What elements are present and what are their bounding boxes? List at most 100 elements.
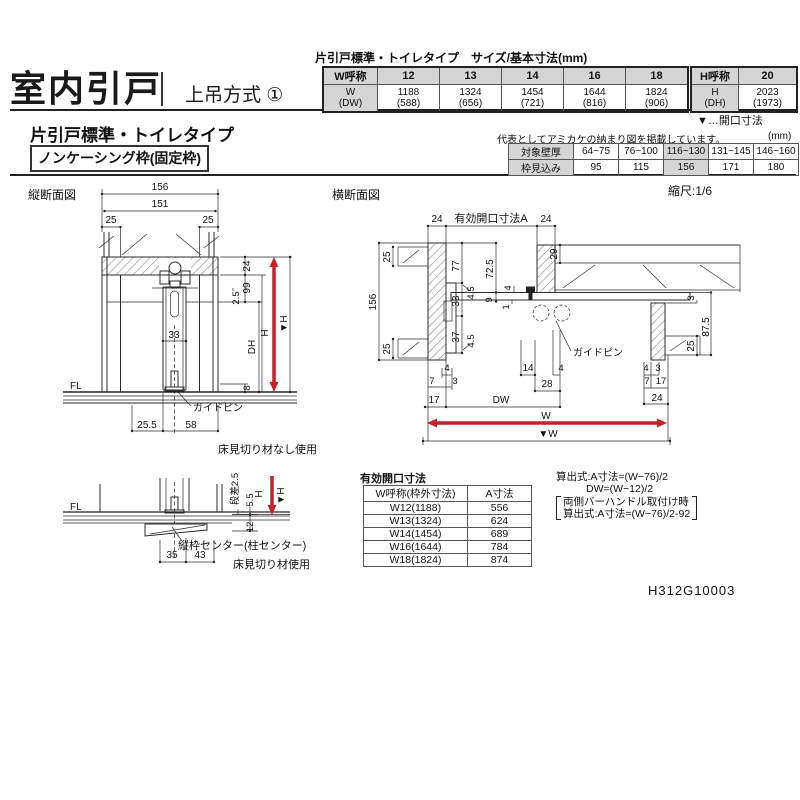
- red-height-arrow: [269, 257, 279, 392]
- vertical-section-drawing: 156 151 25 25 24 99 2.5 33 DH H ▼H 8 FL …: [63, 182, 317, 456]
- formula-line-3: 両側バーハンドル取付け時: [563, 496, 689, 508]
- dim-DW: DW: [493, 395, 510, 406]
- page-title: 室内引戸: [10, 68, 163, 109]
- floor-lines: [63, 511, 290, 524]
- opening-table-title: 有効開口寸法: [360, 473, 426, 485]
- dim-4-b: 4: [558, 363, 563, 374]
- dim-25-right: 25: [686, 340, 697, 352]
- opening-dimension-table: W呼称(枠外寸法) A寸法 W12(1188)556 W13(1324)624 …: [363, 485, 532, 567]
- dim-25-left: 25: [105, 215, 117, 226]
- table-cell: 1824(906): [625, 84, 689, 113]
- dim-24-bottom: 24: [651, 393, 663, 404]
- table-cell: 874: [467, 553, 532, 567]
- size-table-title: 片引戸標準・トイレタイプ サイズ/基本寸法(mm): [315, 51, 588, 65]
- table-cell: W18(1824): [363, 553, 468, 567]
- dim-7-a: 7: [429, 376, 434, 387]
- dim-25-right: 25: [202, 215, 214, 226]
- wall-thickness-table: 対象壁厚 64~75 76~100 116~130 131~145 146~16…: [508, 143, 799, 176]
- dim-4-top: 4: [503, 285, 514, 290]
- floor-strip: [144, 523, 208, 542]
- wall-table-unit: (mm): [768, 131, 792, 142]
- section-rule: [10, 174, 796, 176]
- col-header: A寸法: [467, 485, 532, 502]
- table-cell: 556: [467, 501, 532, 515]
- dimension-dots: [158, 513, 252, 564]
- size-table-h: H呼称 20 H(DH) 2023(1973): [690, 66, 798, 113]
- dim-29: 29: [549, 248, 560, 260]
- table-cell: 180: [753, 159, 799, 176]
- row-label: 対象壁厚: [508, 143, 574, 160]
- table-cell: W13(1324): [363, 514, 468, 528]
- dim-24-right: 24: [540, 214, 552, 225]
- dim-H: H: [254, 490, 265, 497]
- table-cell: 624: [467, 514, 532, 528]
- dim-17-b: 17: [656, 376, 667, 387]
- table-row: W14(1454)689: [363, 527, 532, 541]
- calculation-formulas: 算出式:A寸法=(W−76)/2 DW=(W−12)/2 両側バーハンドル取付け…: [556, 471, 698, 520]
- dim-3-right: 3: [686, 295, 697, 300]
- guide-pin-shape: [164, 370, 192, 407]
- dim-14: 14: [522, 363, 534, 374]
- table-cell: 1454(721): [501, 84, 564, 113]
- dim-4-5-top: 4.5: [466, 286, 477, 299]
- dim-24-left: 24: [431, 214, 443, 225]
- dim-7-b: 7: [644, 376, 649, 387]
- dim-25-5: 25.5: [137, 420, 157, 431]
- dim-99: 99: [242, 282, 253, 294]
- table-row: W18(1824)874: [363, 553, 532, 567]
- formula-line-4: 算出式:A寸法=(W−76)/2-92: [563, 508, 691, 520]
- table-cell: 171: [708, 159, 754, 176]
- table-cell: 689: [467, 527, 532, 541]
- no-floor-strip-note: 床見切り材なし使用: [218, 442, 317, 456]
- dim-W: W: [541, 411, 551, 422]
- dim-W-opening: ▼W: [538, 429, 558, 440]
- frame-type-box: ノンケーシング枠(固定枠): [30, 145, 210, 172]
- col-header: 13: [439, 66, 502, 85]
- door-panel: [162, 286, 187, 391]
- door-panel-plan: [450, 286, 691, 301]
- hanging-method-label: 上吊方式 ①: [185, 85, 284, 106]
- col-header: 14: [501, 66, 564, 85]
- dim-2-5: 2.5: [231, 291, 242, 304]
- door-type-title: 片引戸標準・トイレタイプ: [30, 126, 234, 145]
- dim-H-opening: ▼H: [276, 487, 287, 504]
- red-width-arrow: [427, 418, 667, 428]
- dim-5-5: 5.5: [245, 493, 256, 506]
- dim-58: 58: [185, 420, 197, 431]
- table-cell: 1188(588): [377, 84, 440, 113]
- col-header: 20: [738, 66, 798, 85]
- right-lower-wall-hatch: [650, 302, 666, 361]
- title-divider: [161, 72, 163, 106]
- dim-87-5: 87.5: [701, 317, 712, 337]
- row-label: W(DW): [322, 84, 378, 113]
- dim-28: 28: [541, 379, 553, 390]
- dim-37: 37: [451, 331, 462, 343]
- dim-25-bottom: 25: [382, 343, 393, 355]
- dim-1: 1: [501, 304, 512, 309]
- dim-step-2-5: 段差2.5: [229, 473, 241, 505]
- dim-35: 35: [166, 550, 178, 561]
- table-row: 枠見込み 95 115 156 171 180: [508, 159, 799, 176]
- opening-dim-note: ▼…開口寸法: [697, 115, 763, 127]
- size-table-w: W呼称 12 13 14 16 18 W(DW) 1188(588) 1324(…: [322, 66, 689, 113]
- dim-156: 156: [152, 182, 169, 193]
- dimension-dots: [377, 224, 713, 443]
- dimension-lines: [101, 189, 292, 432]
- dim-H: H: [260, 329, 271, 336]
- horizontal-section-label: 横断面図: [332, 187, 380, 202]
- fl-label: FL: [70, 381, 82, 392]
- table-cell: 156: [663, 159, 709, 176]
- dim-156: 156: [368, 293, 379, 310]
- dim-9: 9: [484, 297, 495, 302]
- dim-151: 151: [152, 199, 169, 210]
- table-cell: 1644(816): [563, 84, 626, 113]
- red-down-arrow: [267, 476, 277, 515]
- effective-opening-label: 有効開口寸法A: [454, 211, 528, 225]
- dim-4-5-bottom: 4.5: [466, 334, 477, 347]
- table-cell: W16(1644): [363, 540, 468, 554]
- walls-plan: [397, 242, 741, 361]
- dim-24: 24: [242, 260, 253, 272]
- col-header: W呼称(枠外寸法): [363, 485, 468, 502]
